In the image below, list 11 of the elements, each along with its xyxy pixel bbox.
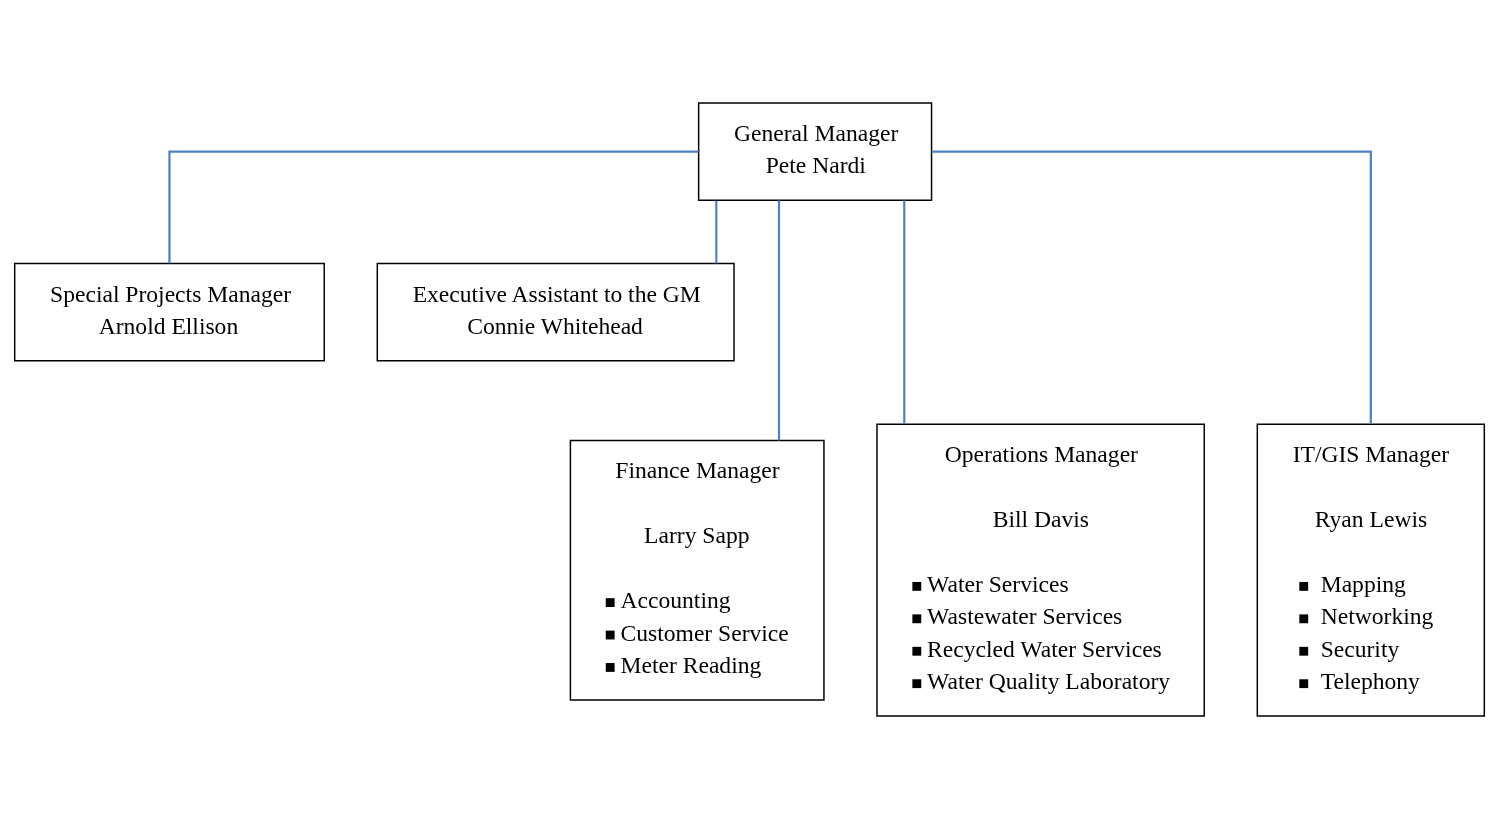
connector (903, 199, 906, 424)
node-box: Finance Manager Larry Sapp Accounting Customer Service Meter Reading (569, 439, 825, 701)
node-box: Special Projects Manager Arnold Ellison (13, 262, 325, 362)
node-box: Operations Manager Bill Davis Water Services Wastewater Services Recycled Water Services Water Quality Laboratory (876, 423, 1205, 717)
connector (777, 199, 781, 440)
node-box: Executive Assistant to the GM Connie Whitehead (376, 262, 735, 362)
node-box: General Manager Pete Nardi (697, 101, 933, 201)
connector (715, 200, 718, 263)
connector (931, 149, 1372, 424)
connector (168, 149, 699, 263)
node-box: IT/GIS Manager Ryan Lewis Mapping Networking Security Telephony (1256, 423, 1486, 717)
